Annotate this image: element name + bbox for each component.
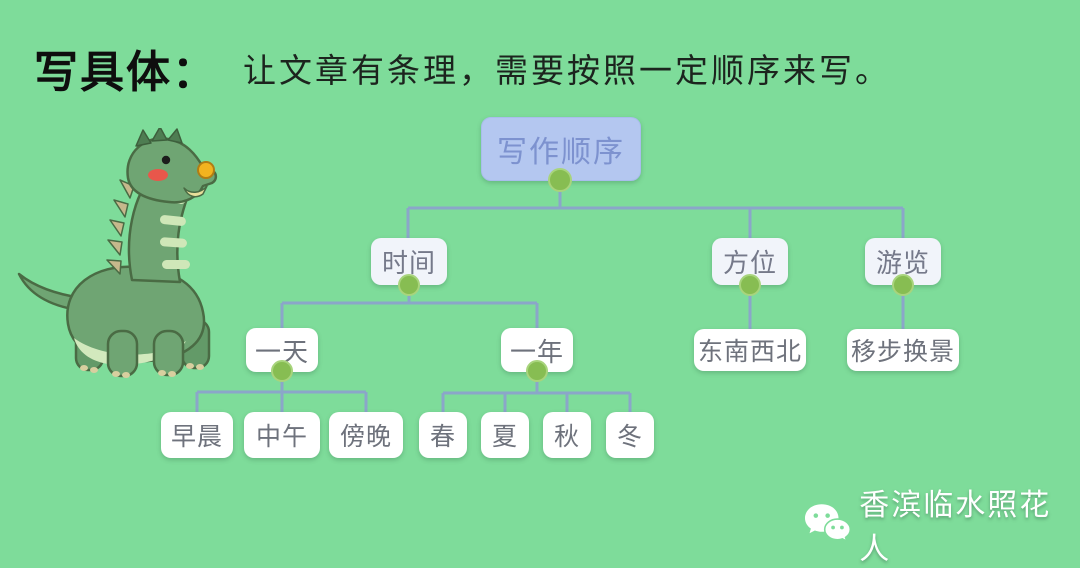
branch-dot-tour	[892, 274, 914, 296]
dinosaur-illustration	[17, 128, 218, 378]
watermark-text: 香滨临水照花人	[859, 489, 1052, 566]
slide-canvas: 写具体： 让文章有条理，需要按照一定顺序来写。	[17, 48, 1049, 566]
node-root: 写作顺序	[481, 117, 641, 181]
node-spring: 春	[419, 412, 467, 458]
node-noon: 中午	[244, 412, 320, 458]
node-autumn: 秋	[543, 412, 591, 458]
node-summer: 夏	[481, 412, 529, 458]
node-evening: 傍晚	[329, 412, 403, 458]
branch-dot-one-day	[271, 360, 293, 382]
node-changing-scenery: 移步换景	[847, 329, 959, 371]
branch-dot-time	[398, 274, 420, 296]
branch-dot-root	[548, 168, 572, 192]
watermark: 香滨临水照花人	[804, 480, 1080, 568]
page-title: 写具体：	[34, 48, 218, 97]
branch-dot-one-year	[526, 360, 548, 382]
page-subtitle: 让文章有条理，需要按照一定顺序来写。	[243, 51, 891, 90]
node-winter: 冬	[606, 412, 654, 458]
node-compass-directions: 东南西北	[694, 329, 806, 371]
branch-dot-direction	[739, 274, 761, 296]
wechat-icon	[804, 504, 852, 543]
node-morning: 早晨	[161, 412, 233, 458]
